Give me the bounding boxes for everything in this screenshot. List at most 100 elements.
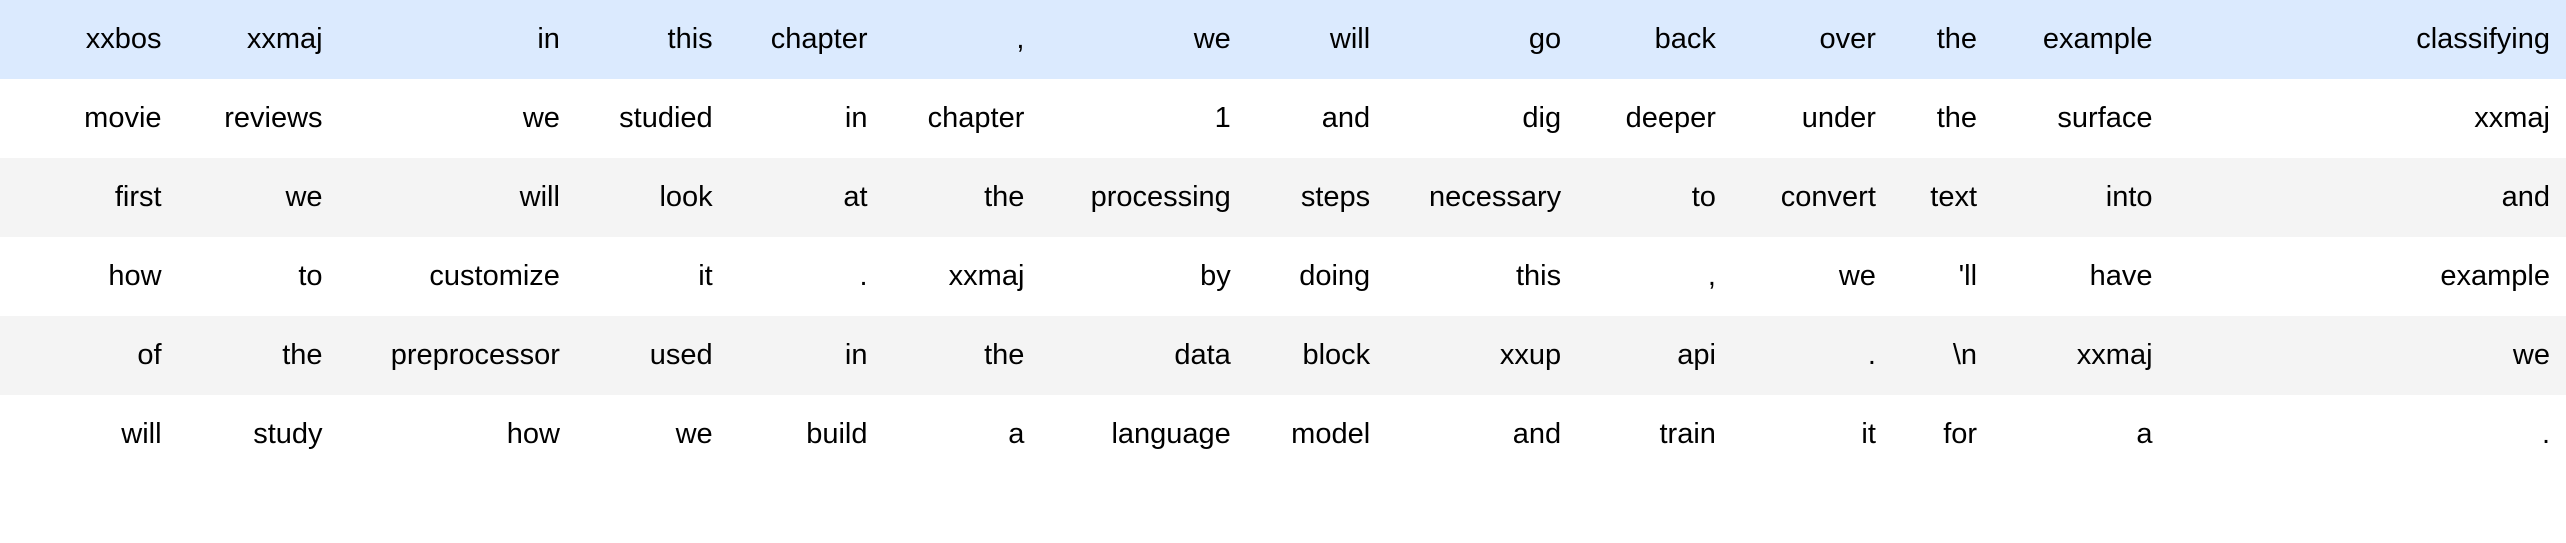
table-cell: text [1930, 180, 1978, 213]
table-cell: then [2346, 316, 2354, 395]
table-cell: processing [1090, 180, 1231, 213]
table-cell: we [522, 101, 560, 134]
table-row: of the preprocessor used in the data block xxup a… [0, 316, 2566, 395]
table-cell: studied [619, 101, 713, 134]
table-cell: . [859, 259, 868, 292]
table-cell: train [1659, 417, 1716, 450]
table-cell: dig [1522, 101, 1562, 134]
table-cell: into [2105, 180, 2153, 213]
table-cell: it [698, 259, 713, 292]
table-cell: build [806, 417, 868, 450]
table-cell: to [1691, 180, 1716, 213]
table-cell: under [1801, 101, 1876, 134]
table-cell [2169, 395, 2347, 474]
table-row: first we will look at the processing steps neces… [0, 158, 2566, 237]
table-cell: the [984, 338, 1025, 371]
table-cell: classifying [2416, 22, 2550, 55]
table-cell: another [2346, 237, 2354, 316]
table-cell: the [984, 180, 1025, 213]
table-cell: customize [429, 259, 560, 292]
table-cell: will [1329, 22, 1371, 55]
table-cell: back [1654, 22, 1716, 55]
table-cell: xxup [1499, 338, 1562, 371]
table-cell: deeper [1625, 101, 1716, 134]
table-cell: model [1291, 417, 1371, 450]
table-cell: . [2346, 79, 2354, 158]
table-cell: how [108, 259, 162, 292]
table-cell: by [1200, 259, 1231, 292]
table-cell: first [114, 180, 162, 213]
table-cell: 'll [1958, 259, 1978, 292]
token-table-container: xxbos xxmaj in this chapter, we will go back over… [0, 0, 2566, 474]
table-cell: 1 [1214, 101, 1231, 134]
table-cell: \n [1952, 338, 1978, 371]
table-cell: reviews [224, 101, 323, 134]
table-cell: language [1111, 417, 1231, 450]
table-cell: necessary [1428, 180, 1562, 213]
table-cell: while [2346, 395, 2354, 474]
table-cell [2169, 316, 2347, 395]
table-cell: xxmaj [948, 259, 1025, 292]
table-cell: for [1943, 417, 1978, 450]
table-cell: . [1867, 338, 1876, 371]
table-cell: this [667, 22, 713, 55]
tokenized-text-table: xxbos xxmaj in this chapter, we will go back over… [0, 0, 2566, 474]
table-cell: movie [84, 101, 162, 134]
table-body: xxbos xxmaj in this chapter, we will go back over… [0, 0, 2566, 474]
table-cell: chapter [927, 101, 1025, 134]
table-cell: example [2440, 259, 2550, 292]
table-cell: , [1707, 259, 1716, 292]
table-cell: over [1819, 22, 1876, 55]
table-cell: to [298, 259, 323, 292]
table-cell: xxbos [85, 22, 162, 55]
table-cell: api [1677, 338, 1716, 371]
table-cell: numbers [2346, 158, 2354, 237]
table-cell: the [282, 338, 323, 371]
table-cell: look [659, 180, 713, 213]
table-cell: a [1008, 417, 1025, 450]
table-cell: surface [2057, 101, 2153, 134]
table-cell: the [1936, 101, 1978, 134]
table-cell: , [1016, 22, 1025, 55]
table-cell: data [1174, 338, 1231, 371]
table-cell: how [506, 417, 560, 450]
table-cell: in [844, 338, 868, 371]
table-cell: go [1528, 22, 1562, 55]
table-cell: steps [1300, 180, 1371, 213]
table-cell: a [2136, 417, 2153, 450]
table-row: will study how we build a language model and trai… [0, 395, 2566, 474]
table-cell: xxmaj [2076, 338, 2153, 371]
table-cell: convert [1780, 180, 1876, 213]
table-cell: used [649, 338, 713, 371]
table-cell [2169, 237, 2347, 316]
table-cell: in [844, 101, 868, 134]
table-cell [2169, 79, 2347, 158]
table-cell: xxmaj [246, 22, 323, 55]
table-cell: chapter [770, 22, 868, 55]
table-cell: have [2089, 259, 2153, 292]
table-cell: will [519, 180, 560, 213]
table-cell: we [675, 417, 713, 450]
table-cell: example [2042, 22, 2153, 55]
table-cell: it [1861, 417, 1876, 450]
table-cell: of [137, 338, 162, 371]
table-cell: at [843, 180, 868, 213]
table-cell: we [1838, 259, 1876, 292]
table-cell: xxmaj [2474, 101, 2550, 134]
table-cell: we [2512, 338, 2550, 371]
table-cell: will [121, 417, 162, 450]
table-cell: we [1193, 22, 1231, 55]
table-cell: study [253, 417, 323, 450]
table-cell [2169, 0, 2347, 79]
table-cell: . [2541, 417, 2550, 450]
table-cell: this [1515, 259, 1562, 292]
table-cell: block [1302, 338, 1371, 371]
table-cell: and [2501, 180, 2550, 213]
table-cell: and [1512, 417, 1562, 450]
table-cell: preprocessor [390, 338, 560, 371]
table-cell: of [2346, 0, 2354, 79]
table-cell: we [285, 180, 323, 213]
table-cell [2169, 158, 2347, 237]
